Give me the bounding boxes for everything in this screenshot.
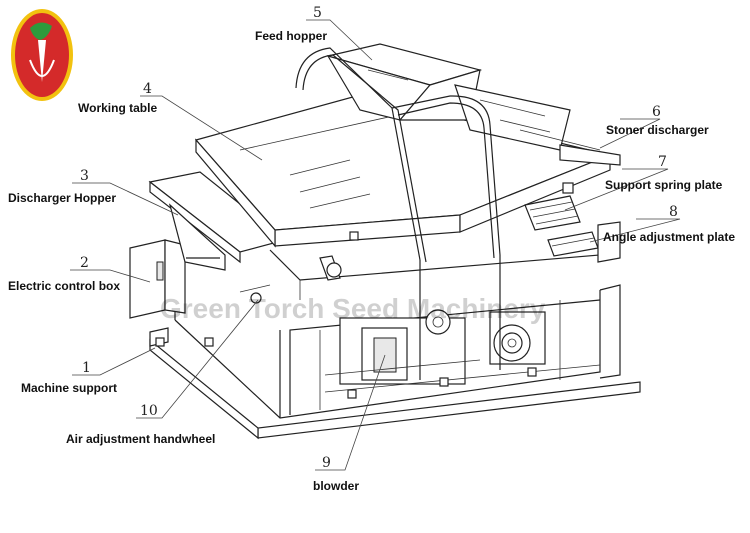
angle-adjustment-plate [547,221,621,263]
working-table [194,94,612,300]
callout-label-feed-hopper: Feed hopper [255,29,327,43]
discharger-hopper [148,171,287,271]
callout-label-air-adjustment-handwheel: Air adjustment handwheel [66,432,215,446]
electric-control-box [129,239,186,319]
fasteners [155,231,537,399]
callout-number-3: 3 [80,168,89,184]
callout-label-discharger-hopper: Discharger Hopper [8,191,116,205]
callout-label-stoner-discharger: Stoner discharger [606,123,709,137]
callout-number-1: 1 [82,360,91,376]
callout-number-7: 7 [658,154,667,170]
callout-number-10: 10 [140,403,158,419]
callout-number-5: 5 [313,5,322,21]
watermark-text: Green Torch Seed Machinery [160,293,546,324]
leader-lines [70,19,681,471]
support-spring-plate [524,182,581,231]
green-torch-logo [11,9,73,101]
callout-number-8: 8 [669,204,678,220]
callout-label-working-table: Working table [78,101,157,115]
callout-number-9: 9 [322,455,331,471]
callout-number-2: 2 [80,255,89,271]
callout-label-support-spring-plate: Support spring plate [605,178,723,192]
callout-label-machine-support: Machine support [21,381,117,395]
callout-label-electric-control-box: Electric control box [8,279,120,293]
callout-label-blowder: blowder [313,479,359,493]
tubular-frame [295,47,501,380]
stoner-discharger [519,129,621,166]
callout-number-6: 6 [652,104,661,120]
blower-housing [324,309,601,393]
callout-number-4: 4 [143,81,152,97]
machine-support-frame [149,255,641,440]
callout-label-angle-adjustment-plate: Angle adjustment plate [603,230,735,244]
